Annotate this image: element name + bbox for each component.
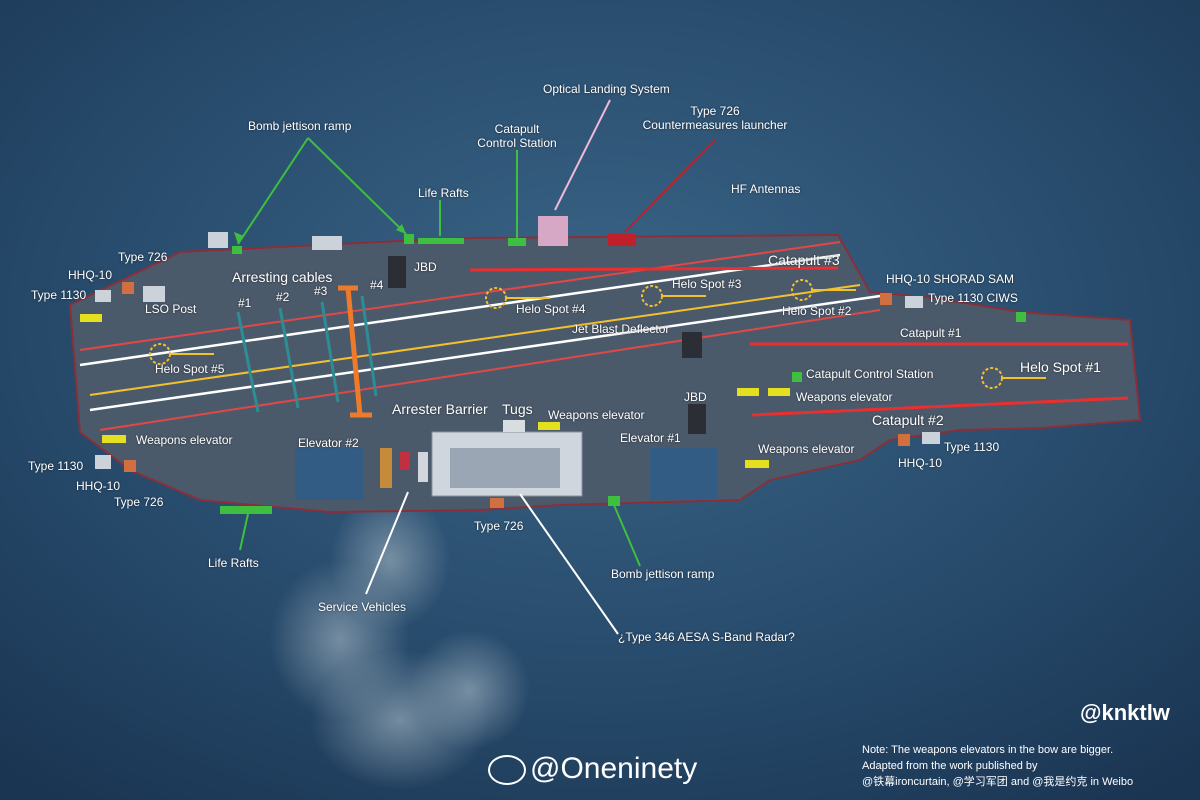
flight-deck (68, 233, 1142, 514)
label-type1130-ciws: Type 1130 CIWS (928, 291, 1018, 305)
label-lso-post: LSO Post (145, 302, 197, 316)
jet-blast-deflector-block (682, 332, 702, 358)
label-service-vehicles: Service Vehicles (318, 600, 407, 614)
pointer-lines (237, 99, 716, 635)
label-catapult-control-bow: Catapult Control Station (806, 367, 934, 381)
credit-note-3: @铁幕ironcurtain, @学习军团 and @我是约克 in Weibo (862, 776, 1134, 788)
arresting-cables (236, 295, 378, 413)
label-type726-countermeasures: Type 726 Countermeasures launcher (642, 104, 788, 132)
label-weapons-elevator-bow: Weapons elevator (796, 390, 893, 404)
label-life-rafts-top: Life Rafts (418, 186, 469, 200)
label-hhq10-stern-stbd: HHQ-10 (76, 479, 121, 493)
label-hhq10-shorad: HHQ-10 SHORAD SAM (886, 272, 1015, 286)
label-radar: ¿Type 346 AESA S-Band Radar? (618, 630, 795, 644)
label-cable-1: #1 (238, 296, 252, 310)
label-jbd-bow: JBD (684, 390, 707, 404)
deck-markers (220, 234, 1026, 514)
label-type1130-bow-stbd: Type 1130 (944, 440, 1000, 454)
label-type726-stern-stbd: Type 726 (114, 495, 164, 509)
label-life-rafts-bottom: Life Rafts (208, 556, 259, 570)
label-cable-4: #4 (370, 278, 384, 292)
arrester-barrier (338, 285, 372, 418)
label-weapons-elevator-mid: Weapons elevator (548, 408, 645, 422)
credit-note-1: Note: The weapons elevators in the bow a… (862, 744, 1114, 756)
weapon-mounts (95, 232, 940, 508)
label-hhq10-port: HHQ-10 (68, 268, 113, 282)
label-elevator-2: Elevator #2 (298, 436, 359, 450)
label-helo-spot-1: Helo Spot #1 (1020, 359, 1101, 375)
label-tugs: Tugs (502, 401, 533, 417)
elevator-2-platform (295, 448, 363, 500)
catapult-tracks (469, 266, 1129, 417)
smoke-trail (270, 490, 530, 790)
credit-note-2: Adapted from the work published by (862, 760, 1038, 772)
angled-deck-lines (79, 241, 881, 431)
label-weapons-elevator-stbd: Weapons elevator (758, 442, 855, 456)
label-jet-blast-deflector: Jet Blast Deflector (572, 322, 670, 336)
optical-landing-system (538, 216, 568, 246)
label-weapons-elevator-stern: Weapons elevator (136, 433, 233, 447)
label-bomb-ramp-bottom: Bomb jettison ramp (611, 567, 715, 581)
label-arrester-barrier: Arrester Barrier (392, 401, 488, 417)
type726-launcher (608, 234, 636, 246)
weibo-logo-icon (488, 755, 526, 786)
watermark-text: @Oneninety (530, 752, 698, 785)
label-helo-spot-5: Helo Spot #5 (155, 362, 225, 376)
label-type1130-port: Type 1130 (31, 288, 87, 302)
author-handle: @knktlw (1080, 700, 1170, 725)
label-optical-landing: Optical Landing System (543, 82, 670, 96)
weapons-elevator-marks (80, 314, 790, 468)
label-catapult-3: Catapult #3 (768, 252, 840, 268)
service-vehicle-shapes (380, 448, 428, 488)
label-bomb-ramp-top: Bomb jettison ramp (248, 119, 352, 133)
label-cable-3: #3 (314, 284, 328, 298)
weibo-watermark: @Oneninety (488, 752, 697, 786)
label-arresting-cables: Arresting cables (232, 269, 333, 285)
label-cable-2: #2 (276, 290, 290, 304)
label-jbd-top: JBD (414, 260, 437, 274)
label-type1130-stern-stbd: Type 1130 (28, 459, 84, 473)
label-type726-island: Type 726 (474, 519, 524, 533)
jbd-aft (388, 256, 406, 288)
label-elevator-1: Elevator #1 (620, 431, 681, 445)
label-helo-spot-4: Helo Spot #4 (516, 302, 586, 316)
label-hf-antennas: HF Antennas (731, 182, 801, 196)
elevator-1-platform (650, 448, 718, 500)
label-type726-port: Type 726 (118, 250, 168, 264)
label-catapult-1: Catapult #1 (900, 326, 962, 340)
label-catapult-control-top: Catapult Control Station (477, 122, 557, 150)
tug-vehicles (503, 420, 525, 432)
label-catapult-2: Catapult #2 (872, 412, 944, 428)
jbd-bow (688, 404, 706, 434)
label-hhq10-bow-stbd: HHQ-10 (898, 456, 943, 470)
label-helo-spot-3: Helo Spot #3 (672, 277, 742, 291)
label-helo-spot-2: Helo Spot #2 (782, 304, 852, 318)
